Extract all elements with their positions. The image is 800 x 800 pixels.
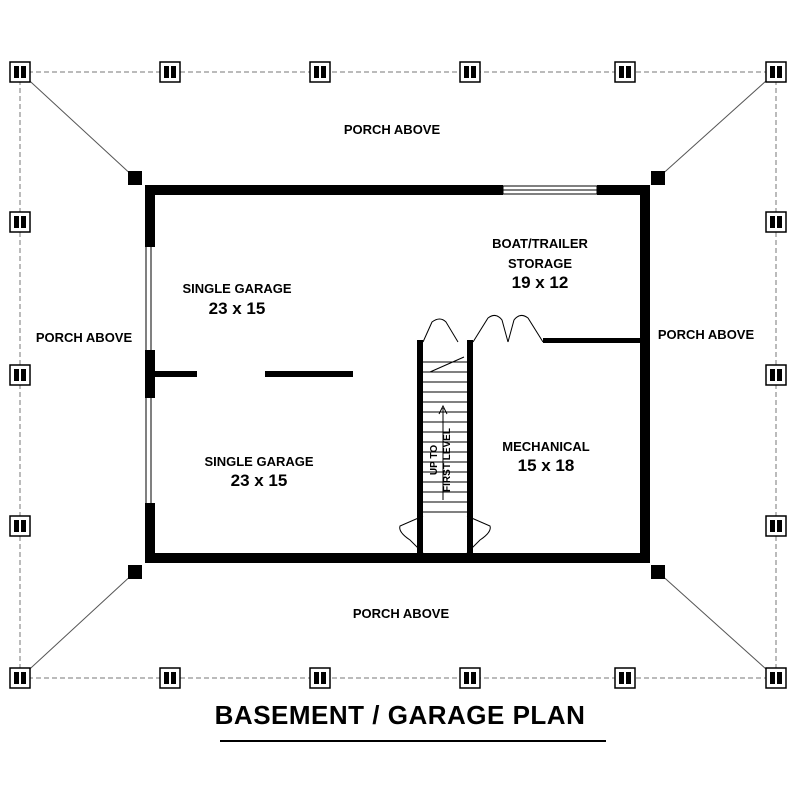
porch-column bbox=[9, 211, 31, 233]
exterior-walls bbox=[145, 185, 650, 563]
porch-label-left: PORCH ABOVE bbox=[36, 330, 133, 345]
porch-column bbox=[159, 61, 181, 83]
interior-walls bbox=[417, 338, 640, 553]
stair bbox=[423, 361, 467, 513]
garage-door-bottom bbox=[145, 398, 152, 503]
stair-arrow bbox=[429, 356, 465, 500]
garage-bottom-name: SINGLE GARAGE bbox=[204, 454, 313, 469]
porch-column bbox=[765, 61, 787, 83]
porch-column bbox=[309, 667, 331, 689]
stair-label-line1: UP TO bbox=[429, 445, 440, 475]
porch-column bbox=[9, 667, 31, 689]
garage-top-size: 23 x 15 bbox=[209, 299, 266, 318]
porch-column bbox=[614, 667, 636, 689]
porch-column bbox=[765, 211, 787, 233]
stair-label: UP TO FIRST LEVEL bbox=[429, 428, 453, 492]
garage-bottom-size: 23 x 15 bbox=[231, 471, 288, 490]
mechanical-name: MECHANICAL bbox=[502, 439, 589, 454]
mechanical-size: 15 x 18 bbox=[518, 456, 575, 475]
boat-storage-name-line2: STORAGE bbox=[508, 256, 572, 271]
porch-columns bbox=[9, 61, 787, 689]
garage-divider bbox=[155, 371, 353, 377]
porch-column bbox=[309, 61, 331, 83]
plan-title: BASEMENT / GARAGE PLAN bbox=[214, 700, 586, 730]
porch-column bbox=[459, 667, 481, 689]
stair-label-line2: FIRST LEVEL bbox=[442, 428, 453, 492]
porch-diagonals bbox=[19, 71, 777, 679]
porch-label-right: PORCH ABOVE bbox=[658, 327, 755, 342]
boat-storage-name-line1: BOAT/TRAILER bbox=[492, 236, 588, 251]
porch-column bbox=[765, 364, 787, 386]
porch-label-top: PORCH ABOVE bbox=[344, 122, 441, 137]
porch-column bbox=[459, 61, 481, 83]
porch-column bbox=[9, 364, 31, 386]
porch-column bbox=[9, 61, 31, 83]
window bbox=[502, 185, 598, 195]
porch-column bbox=[765, 667, 787, 689]
garage-door-top bbox=[145, 247, 152, 350]
porch-label-bottom: PORCH ABOVE bbox=[353, 606, 450, 621]
corner-posts bbox=[128, 171, 665, 579]
porch-column bbox=[614, 61, 636, 83]
garage-top-name: SINGLE GARAGE bbox=[182, 281, 291, 296]
door-swings bbox=[399, 314, 544, 554]
porch-column bbox=[9, 515, 31, 537]
porch-outline bbox=[19, 71, 777, 679]
boat-storage-size: 19 x 12 bbox=[512, 273, 569, 292]
porch-column bbox=[159, 667, 181, 689]
title-underline bbox=[220, 740, 606, 742]
porch-column bbox=[765, 515, 787, 537]
